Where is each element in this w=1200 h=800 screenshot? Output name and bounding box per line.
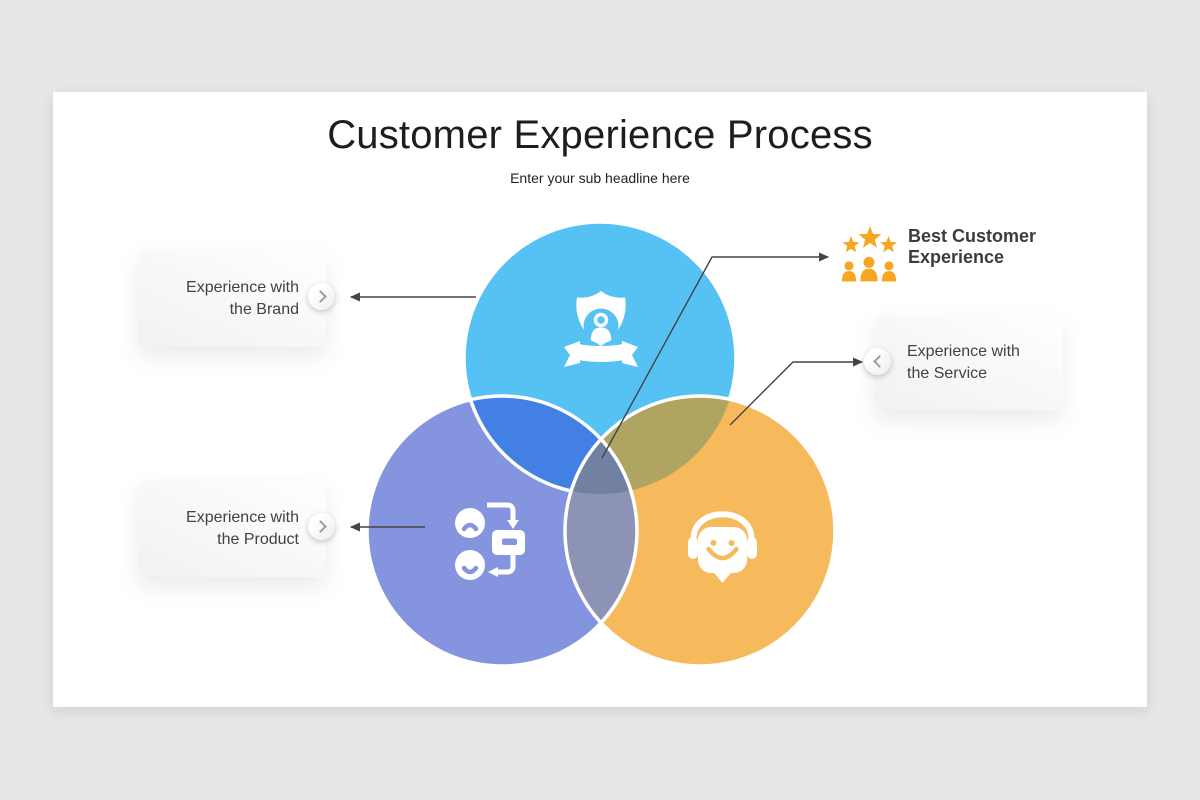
overlap-brand-product bbox=[464, 396, 637, 494]
chevron-right-icon bbox=[308, 283, 335, 310]
overlap-brand-service bbox=[565, 396, 736, 494]
connector-best-customer bbox=[601, 252, 830, 459]
page-title: Customer Experience Process bbox=[327, 113, 873, 157]
card-product-label: Experience with the Product bbox=[186, 508, 299, 548]
support-headset-icon bbox=[688, 511, 757, 583]
card-service: Experience with the Service bbox=[875, 315, 1063, 410]
stars-people-icon bbox=[841, 226, 898, 282]
chevron-right-icon bbox=[308, 513, 335, 540]
feedback-exchange-icon bbox=[455, 502, 525, 580]
venn-diagram bbox=[349, 220, 898, 668]
connector-service bbox=[729, 357, 864, 426]
shield-user-icon bbox=[564, 291, 638, 367]
chevron-left-icon bbox=[864, 348, 891, 375]
product-circle-ring bbox=[365, 394, 639, 668]
brand-circle-ring bbox=[462, 220, 738, 496]
slide: Customer Experience Process Enter your s… bbox=[53, 92, 1147, 707]
card-brand-label: Experience with the Brand bbox=[186, 278, 299, 318]
best-customer-label: Best Customer Experience bbox=[908, 226, 1037, 267]
card-brand: Experience with the Brand bbox=[138, 250, 326, 347]
card-product: Experience with the Product bbox=[138, 480, 326, 577]
card-service-label: Experience with the Service bbox=[907, 342, 1020, 382]
page-subtitle: Enter your sub headline here bbox=[510, 170, 690, 186]
service-circle-ring bbox=[563, 394, 837, 668]
